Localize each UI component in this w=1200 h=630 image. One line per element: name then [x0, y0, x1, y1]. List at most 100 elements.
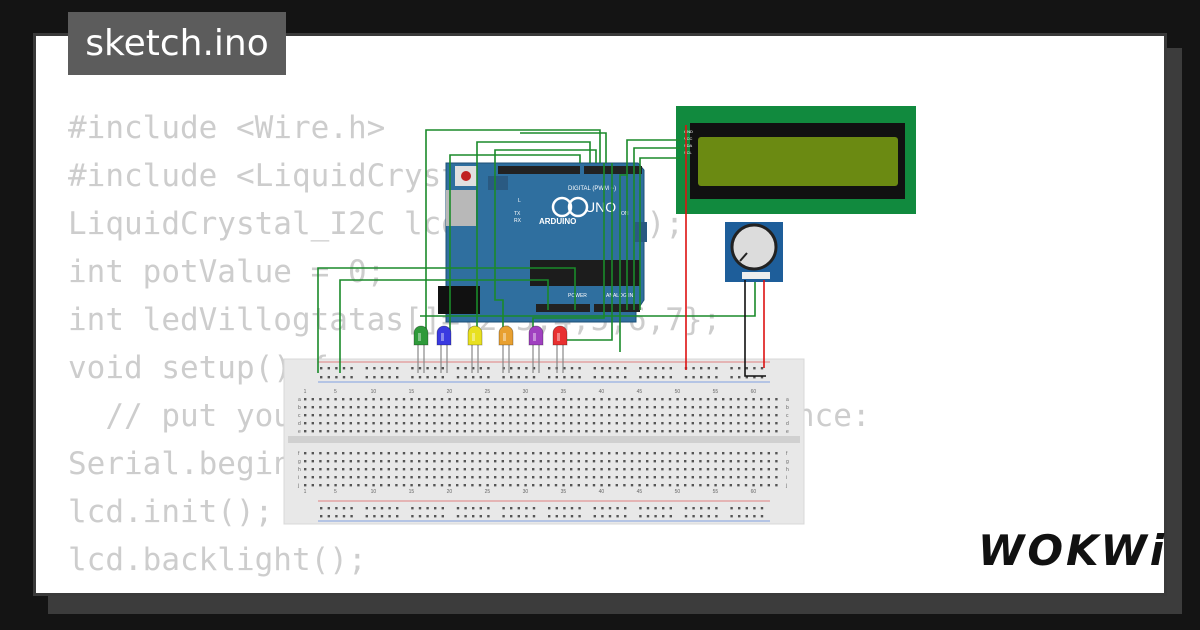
breadboard-hole: [539, 398, 542, 401]
arduino-uno[interactable]: UNO ARDUINO DIGITAL (PWM ~) ANALOG IN PO…: [438, 162, 647, 323]
breadboard-hole: [562, 460, 565, 463]
breadboard-hole: [387, 414, 390, 417]
breadboard-hole: [668, 430, 672, 433]
breadboard-hole: [387, 484, 390, 487]
breadboard-hole: [668, 460, 672, 463]
breadboard-hole: [684, 515, 688, 518]
analog-header: [594, 304, 640, 312]
breadboard-hole: [745, 507, 748, 510]
breadboard-hole: [372, 406, 375, 409]
breadboard-hole: [699, 406, 702, 409]
breadboard-hole: [623, 476, 626, 479]
breadboard-hole: [729, 452, 732, 455]
breadboard-hole: [608, 468, 611, 471]
breadboard-hole: [471, 398, 474, 401]
breadboard-hole: [311, 422, 314, 425]
breadboard-hole: [342, 422, 345, 425]
breadboard-column-number: 45: [637, 389, 643, 395]
breadboard-hole: [410, 468, 413, 471]
breadboard-hole: [349, 476, 352, 479]
breadboard-hole: [752, 460, 755, 463]
breadboard-hole: [753, 515, 756, 518]
led-label-rx: RX: [514, 218, 522, 224]
breadboard-hole: [668, 484, 672, 487]
led-red[interactable]: [552, 325, 568, 373]
breadboard-hole: [524, 398, 527, 401]
potentiometer-pins: [742, 272, 770, 279]
led-group[interactable]: [413, 325, 568, 373]
breadboard-hole: [342, 468, 345, 471]
breadboard-hole: [532, 406, 535, 409]
breadboard-hole: [349, 468, 352, 471]
led-highlight: [472, 333, 475, 341]
breadboard-hole: [676, 460, 679, 463]
breadboard-hole: [547, 476, 550, 479]
breadboard-hole: [706, 460, 710, 463]
breadboard-hole: [319, 406, 322, 409]
breadboard-hole: [373, 376, 376, 379]
breadboard-hole: [585, 430, 588, 433]
breadboard-hole: [548, 367, 551, 370]
potentiometer-knob[interactable]: [730, 223, 778, 271]
breadboard-hole: [729, 468, 732, 471]
breadboard-hole: [524, 414, 527, 417]
breadboard-hole: [630, 398, 634, 401]
breadboard-hole: [509, 398, 512, 401]
breadboard-hole: [426, 507, 429, 510]
breadboard-hole: [516, 414, 520, 417]
led-body: [552, 325, 568, 346]
breadboard-hole: [304, 406, 307, 409]
led-yellow[interactable]: [467, 325, 483, 373]
potentiometer-indicator: [739, 252, 748, 262]
breadboard-hole: [547, 414, 550, 417]
breadboard-hole: [623, 460, 626, 463]
breadboard-hole: [570, 452, 573, 455]
code-line: for (int i = 0; i < 6; i++): [68, 584, 871, 593]
breadboard-hole: [577, 406, 580, 409]
breadboard-hole: [494, 468, 497, 471]
potentiometer[interactable]: [725, 222, 783, 282]
breadboard-hole: [654, 367, 657, 370]
breadboard-hole: [563, 376, 566, 379]
breadboard-hole: [524, 422, 527, 425]
breadboard-hole: [418, 484, 421, 487]
breadboard-hole: [608, 452, 611, 455]
breadboard-hole: [691, 452, 694, 455]
breadboard-hole: [547, 398, 550, 401]
breadboard-hole: [456, 515, 460, 518]
lcd-screen: [698, 137, 898, 186]
breadboard-hole: [684, 452, 687, 455]
led-blue[interactable]: [436, 325, 452, 373]
breadboard-hole: [433, 476, 436, 479]
wire-pot-gnd: [744, 280, 766, 377]
breadboard-hole: [342, 452, 345, 455]
led-green[interactable]: [413, 325, 429, 373]
breadboard-hole: [418, 430, 421, 433]
breadboard-hole: [554, 484, 558, 487]
breadboard-hole: [326, 476, 330, 479]
breadboard-hole: [646, 460, 649, 463]
breadboard-column-number: 20: [447, 489, 453, 495]
breadboard-hole: [478, 452, 482, 455]
breadboard-hole: [319, 422, 322, 425]
led-orange[interactable]: [498, 325, 514, 373]
breadboard-hole: [380, 484, 383, 487]
breadboard-hole: [737, 460, 740, 463]
reset-button[interactable]: [461, 171, 471, 181]
breadboard-hole: [646, 398, 649, 401]
lcd-display[interactable]: GND VCC SDA SCL: [676, 106, 916, 214]
breadboard-hole: [380, 398, 383, 401]
breadboard-hole: [357, 468, 360, 471]
breadboard-hole: [494, 452, 497, 455]
breadboard-hole: [418, 422, 421, 425]
breadboard-hole: [372, 460, 375, 463]
breadboard-hole: [752, 422, 755, 425]
breadboard-hole: [539, 476, 542, 479]
icsp-header-right: [635, 222, 647, 242]
breadboard-hole: [563, 515, 566, 518]
led-purple[interactable]: [528, 325, 544, 373]
file-tab[interactable]: sketch.ino: [68, 12, 286, 75]
breadboard-hole: [737, 414, 740, 417]
